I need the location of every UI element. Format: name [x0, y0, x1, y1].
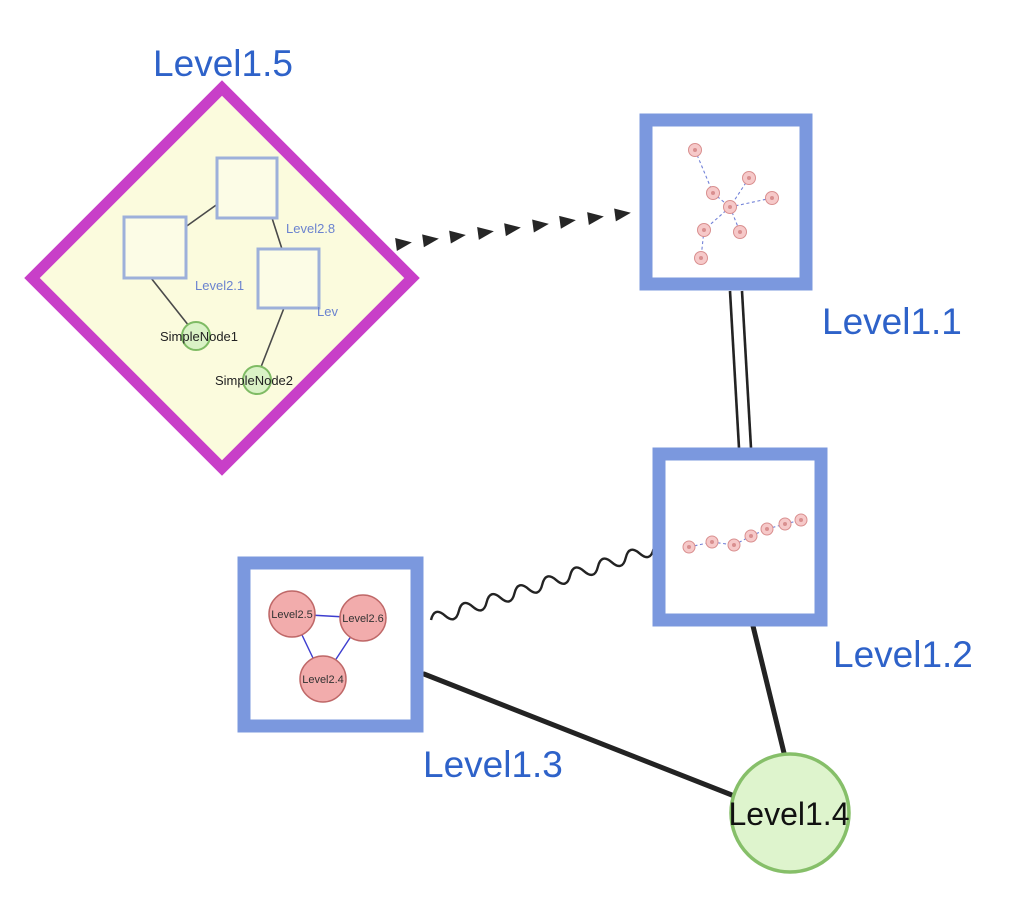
label-level2-1: Level2.1: [195, 278, 244, 293]
label-level2-8: Level2.8: [286, 221, 335, 236]
edge-level12-to-level14[interactable]: [750, 623, 788, 760]
mini-node-dot: [749, 534, 753, 538]
label-level1-2: Level1.2: [833, 634, 973, 675]
edge-inner[interactable]: [260, 307, 285, 368]
wavy-line: [429, 548, 655, 621]
group-level1-5: Level2.8 Level2.1 Lev SimpleNode1 Simple…: [24, 80, 420, 476]
mini-node-dot: [702, 228, 706, 232]
label-simplenode2: SimpleNode2: [215, 373, 293, 388]
node-level1-2-box[interactable]: [652, 447, 828, 627]
arrowhead-icon: [395, 235, 413, 251]
node-level2-6[interactable]: [339, 594, 387, 642]
label-level2-6: Level2.6: [342, 613, 384, 625]
arrowhead-icon: [477, 224, 495, 240]
group-level1-3: Level2.5 Level2.6 Level2.4: [237, 556, 424, 733]
mini-node-dot: [728, 205, 732, 209]
mini-node-dot: [710, 540, 714, 544]
node-level1-3-box[interactable]: [237, 556, 424, 733]
arrowhead-icon: [587, 210, 605, 226]
group-level1-2: [652, 447, 828, 627]
node-level2-5[interactable]: [268, 590, 316, 638]
arrowhead-icon: [532, 217, 550, 233]
node-level1-5-diamond[interactable]: [24, 80, 420, 476]
arrowhead-icon: [559, 213, 577, 229]
node-level2-1-square[interactable]: [122, 215, 188, 280]
node-simplenode1[interactable]: [181, 321, 211, 351]
mini-node-dot: [799, 518, 803, 522]
node-level1-4-circle[interactable]: [729, 752, 851, 874]
arrowhead-icon: [449, 228, 467, 244]
node-level2-4[interactable]: [299, 655, 347, 703]
node-simplenode2[interactable]: [242, 365, 272, 395]
label-level2-5: Level2.5: [271, 609, 313, 621]
arrowhead-icon: [504, 221, 522, 237]
node-level2-8-square[interactable]: [215, 156, 279, 220]
mini-edge[interactable]: [729, 197, 773, 208]
mini-node-dot: [770, 196, 774, 200]
mini-node-dot: [783, 522, 787, 526]
label-level2-right: Lev: [317, 304, 338, 319]
label-level1-3: Level1.3: [423, 744, 563, 785]
mini-node-dot: [738, 230, 742, 234]
mini-node-dot: [765, 527, 769, 531]
edge-inner[interactable]: [183, 202, 220, 229]
label-level2-4: Level2.4: [302, 674, 344, 686]
level1-2-mini-graph: [682, 513, 808, 554]
edge-level13-to-level14[interactable]: [421, 671, 745, 802]
mini-node-dot: [732, 543, 736, 547]
node-level2-right-square[interactable]: [256, 247, 321, 310]
arrowhead-icon: [422, 232, 440, 248]
mini-edge[interactable]: [694, 149, 714, 194]
edge-level11-to-level12[interactable]: [728, 290, 753, 449]
edge-inner[interactable]: [271, 217, 283, 250]
edge-inner[interactable]: [150, 277, 190, 327]
mini-node-dot: [687, 545, 691, 549]
mini-node-dot: [711, 191, 715, 195]
edge-level13-to-level12-wavy[interactable]: [429, 543, 655, 625]
arrowhead-icon: [614, 206, 632, 222]
edge-line: [728, 290, 741, 449]
mini-node-dot: [699, 256, 703, 260]
edge-line: [740, 290, 753, 449]
mini-node-dot: [747, 176, 751, 180]
group-level1-1: [639, 113, 813, 291]
level1-1-mini-graph: [688, 143, 779, 265]
label-level1-5: Level1.5: [153, 43, 293, 84]
label-level1-4: Level1.4: [729, 796, 850, 832]
label-simplenode1: SimpleNode1: [160, 329, 238, 344]
edge-level15-to-level11[interactable]: [395, 206, 632, 251]
mini-node-dot: [693, 148, 697, 152]
label-level1-1: Level1.1: [822, 301, 962, 342]
